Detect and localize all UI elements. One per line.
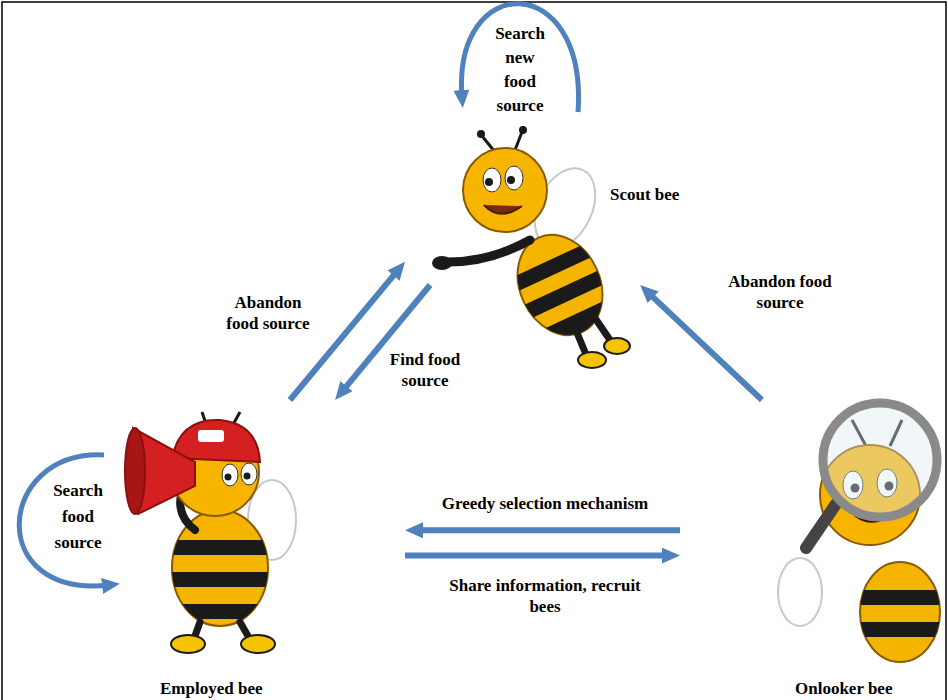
employed-bee-figure xyxy=(125,412,296,653)
bee-node: Employed bee xyxy=(110,400,405,700)
bee-node: Onlooker bee xyxy=(680,400,946,700)
arrow-label: Find food source xyxy=(383,349,468,391)
loop-label: Search new food source xyxy=(490,22,550,118)
self-loop-arrow xyxy=(19,455,110,586)
loop-label: Search food source xyxy=(48,478,108,556)
edge-label-box: Abandon food source xyxy=(720,271,840,313)
arrow-label: Abandon food source xyxy=(221,292,316,334)
edge-label-box: Share information, recruit bees xyxy=(440,575,650,617)
arrow-label: Share information, recruit bees xyxy=(440,575,650,617)
edge-label-box: Find food source xyxy=(383,349,468,391)
bee-name: Onlooker bee xyxy=(795,678,892,699)
bee-node: Scout bee xyxy=(405,130,700,285)
loop-label-box: Search new food source xyxy=(490,22,550,118)
flow-arrow xyxy=(415,527,680,533)
edge-label-box: Greedy selection mechanism xyxy=(395,493,695,514)
bee-name: Scout bee xyxy=(610,184,679,205)
flow-arrow xyxy=(647,292,762,400)
arrow-label: Greedy selection mechanism xyxy=(395,493,695,514)
flow-arrow xyxy=(290,269,399,400)
flow-arrow xyxy=(405,553,670,559)
loop-label-box: Search food source xyxy=(48,478,108,556)
edge-label-box: Abandon food source xyxy=(221,292,316,334)
arrow-label: Abandon food source xyxy=(720,271,840,313)
bee-name: Employed bee xyxy=(160,678,262,699)
onlooker-bee-figure xyxy=(778,403,948,662)
scout-bee-figure xyxy=(432,126,648,368)
